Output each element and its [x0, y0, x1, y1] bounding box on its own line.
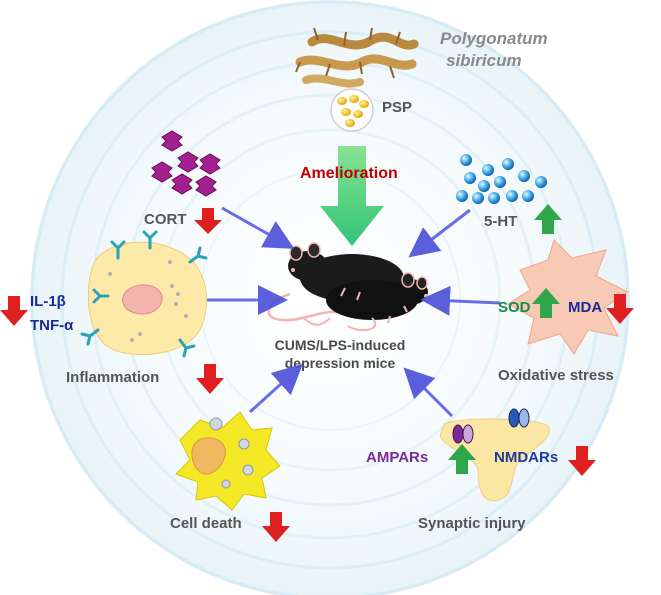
- cell-death-down-arrow: [262, 512, 290, 542]
- cell-death-label: Cell death: [170, 515, 242, 532]
- mda-label: MDA: [568, 299, 602, 316]
- synaptic-label: Synaptic injury: [418, 515, 526, 532]
- oxidative-burst: [507, 239, 629, 355]
- cort-molecules: [151, 130, 221, 197]
- serotonin-up-arrow: [534, 204, 562, 234]
- cort-down-arrow: [194, 208, 222, 234]
- serotonin-label: 5-HT: [484, 213, 517, 230]
- cort-label: CORT: [144, 211, 187, 228]
- amelioration-label: Amelioration: [300, 165, 398, 182]
- sod-label: SOD: [498, 299, 531, 316]
- species-genus: Polygonatum: [440, 29, 548, 48]
- sod-up-arrow: [532, 288, 560, 318]
- ampar-label: AMPARs: [366, 449, 428, 466]
- center-label-line1: CUMS/LPS-induced: [275, 337, 406, 353]
- tnfa-label: TNF-α: [30, 317, 74, 334]
- inflammation-cell: [80, 230, 208, 358]
- dying-cell: [175, 411, 281, 511]
- inflammation-down-arrow: [196, 364, 224, 394]
- psp-particles: [330, 88, 374, 132]
- oxidative-label: Oxidative stress: [498, 367, 614, 384]
- nmdar-down-arrow: [568, 446, 596, 476]
- psp-label: PSP: [382, 99, 412, 116]
- ampa-receptors: [452, 424, 474, 444]
- center-label-line2: depression mice: [285, 355, 396, 371]
- species-epithet: sibiricum: [446, 51, 522, 70]
- amelioration-arrow: [320, 146, 384, 246]
- pointer-arrows: [205, 206, 501, 418]
- mda-down-arrow: [606, 294, 634, 324]
- il1b-label: IL-1β: [30, 293, 66, 310]
- inflammation-label: Inflammation: [66, 369, 159, 386]
- nmda-receptors: [508, 408, 530, 428]
- rhizome-image: [295, 27, 419, 88]
- markers-down-arrow: [0, 296, 28, 326]
- nmdar-label: NMDARs: [494, 449, 558, 466]
- ampar-up-arrow: [448, 444, 476, 474]
- serotonin-particles: [456, 154, 547, 204]
